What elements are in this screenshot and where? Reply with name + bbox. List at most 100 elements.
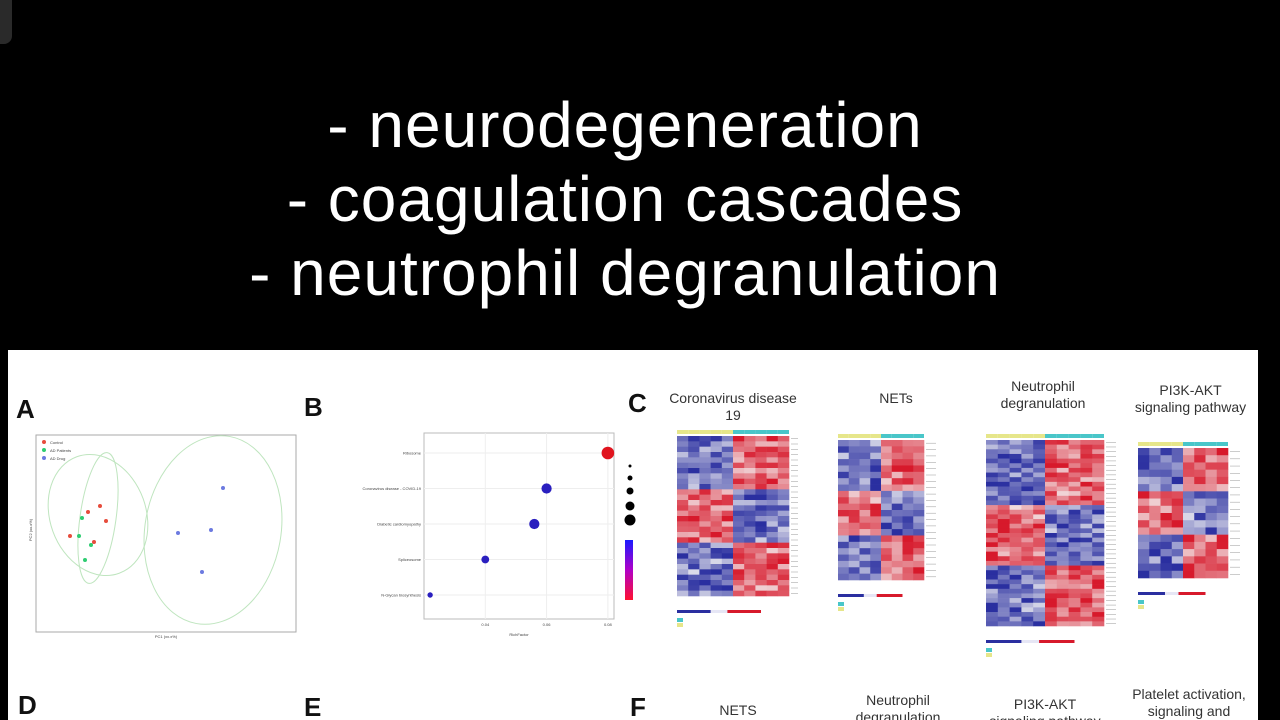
- heatmap-3-cell: [1138, 527, 1150, 535]
- heatmap-0-cell: [755, 537, 767, 543]
- heatmap-2-cell: [1033, 458, 1046, 464]
- heatmap-2-cell: [997, 616, 1010, 622]
- heatmap-2-cell: [1021, 440, 1034, 445]
- heatmap-0-cell: [744, 500, 756, 506]
- heatmap-2-group-7: [1068, 434, 1081, 438]
- heatmap-3-cell: [1194, 527, 1206, 535]
- heatmap-2-cell: [1056, 486, 1069, 492]
- heatmap-1-cell: [848, 541, 860, 549]
- heatmap-3-legend-b: [1138, 605, 1144, 609]
- heatmap-3-cell: [1194, 556, 1206, 564]
- heatmap-2-cell: [1068, 500, 1081, 506]
- pca-point-2-2: [176, 531, 180, 535]
- heatmap-2-cell: [1068, 440, 1081, 445]
- heatmap-0-cell: [699, 521, 711, 527]
- heatmap-2-cell: [1068, 588, 1081, 594]
- heatmap-0-cell: [777, 580, 790, 586]
- heatmap-2-cell: [1080, 551, 1093, 557]
- heatmap-0-cell: [688, 516, 700, 522]
- heatmap-2-cell: [1056, 574, 1069, 580]
- heatmap-2-cell: [1009, 477, 1022, 483]
- heatmap-2-cell: [1009, 560, 1022, 566]
- heatmap-2-cell: [1092, 602, 1105, 608]
- heatmap-0-cell: [688, 452, 700, 458]
- heatmap-2-cell: [1092, 546, 1105, 552]
- heatmap-2-cell: [997, 528, 1010, 534]
- pca-point-1-0: [80, 516, 84, 520]
- heatmap-1-cell: [848, 446, 860, 454]
- heatmap-3-legend-a: [1138, 600, 1144, 604]
- heatmap-1-cell: [848, 484, 860, 492]
- heatmap-0-cell: [755, 590, 767, 597]
- heatmap-0-cell: [721, 452, 734, 458]
- heatmap-2-cell: [1045, 560, 1058, 566]
- heatmap-1-cell: [902, 503, 914, 511]
- heatmap-2-cell: [1068, 477, 1081, 483]
- heatmap-0-cell: [677, 457, 689, 463]
- heatmap-0-cell: [766, 484, 779, 490]
- heatmap-2-cell: [1045, 523, 1058, 529]
- pca-point-1-1: [89, 543, 93, 547]
- heatmap-2-scale-low: [986, 640, 1022, 643]
- enrichment-frame: [423, 432, 615, 620]
- heatmap-0-cell: [744, 526, 756, 533]
- heatmap-0-cell: [755, 510, 767, 517]
- heatmap-1-cell: [881, 548, 893, 555]
- enrichment-category-3: Spliceosome: [398, 557, 422, 562]
- heatmap-2-cell: [1009, 440, 1022, 445]
- heatmap-2-cell: [1092, 528, 1105, 534]
- heatmap-2-cell: [1045, 598, 1058, 604]
- heatmap-2-cell: [1033, 556, 1046, 562]
- enrichment-grid: [424, 433, 614, 619]
- heatmap-3-cell: [1216, 462, 1229, 470]
- heatmap-1-cell: [902, 522, 914, 530]
- heatmap-0-group-2: [699, 430, 711, 434]
- heatmap-2-cell: [1080, 453, 1093, 459]
- heatmap-1-cell: [870, 503, 882, 511]
- panel-label-e: E: [304, 692, 322, 720]
- pca-point-0-1: [98, 504, 102, 508]
- heatmap-3-group-3: [1171, 442, 1183, 446]
- heatmap-3-cell: [1194, 520, 1206, 528]
- heatmap-1-cell: [848, 548, 860, 555]
- heatmap-2-cell: [1045, 546, 1058, 552]
- heatmap-0-cell: [721, 548, 734, 554]
- heatmap-2-cell: [1056, 528, 1069, 534]
- heatmap-1-group-0: [838, 434, 849, 438]
- heatmap-3-cell: [1160, 570, 1173, 579]
- heatmap-0-cell: [710, 446, 723, 453]
- heatmap-0-cell: [733, 468, 745, 474]
- heatmap-0-cell: [710, 473, 723, 479]
- heatmap-3-cell: [1160, 513, 1173, 521]
- f-title-pi3k: PI3K-AKT signaling pathway: [989, 696, 1100, 720]
- heatmap-0-cell: [699, 500, 711, 506]
- heatmap-2-cell: [1021, 491, 1034, 497]
- heatmap-1-cell: [848, 490, 860, 498]
- heatmap-1-cell: [902, 452, 914, 460]
- heatmap-2-cell: [1080, 514, 1093, 520]
- heatmap-1-group-6: [902, 434, 914, 438]
- heatmap-2-cell: [1080, 556, 1093, 562]
- heatmap-0-cell: [744, 537, 756, 543]
- heatmap-1-cell: [881, 535, 893, 543]
- heatmap-1-cell: [881, 446, 893, 454]
- heatmap-2-cell: [1045, 570, 1058, 576]
- heatmap-0-cell: [766, 473, 779, 479]
- heatmap-2-cell: [1045, 477, 1058, 483]
- heatmap-0-cell: [766, 478, 779, 485]
- heatmap-1-cell: [848, 452, 860, 460]
- heatmap-0-cell: [721, 532, 734, 538]
- heatmap-3-scale: [1138, 592, 1206, 595]
- heatmap-0-cell: [777, 441, 790, 447]
- heatmap-2-cell: [1045, 537, 1058, 543]
- heatmap-3-cell: [1160, 527, 1173, 535]
- heatmap-0-cell: [755, 548, 767, 554]
- heatmap-3-cell: [1171, 448, 1184, 456]
- heatmap-0-cell: [688, 537, 700, 543]
- heatmap-2-cell: [1056, 560, 1069, 566]
- heatmap-1-cell: [838, 548, 850, 555]
- heatmap-1-cell: [859, 446, 871, 454]
- heatmap-2-cell: [1021, 509, 1034, 515]
- heatmap-0-cell: [777, 478, 790, 485]
- heatmap-0-cell: [699, 494, 711, 501]
